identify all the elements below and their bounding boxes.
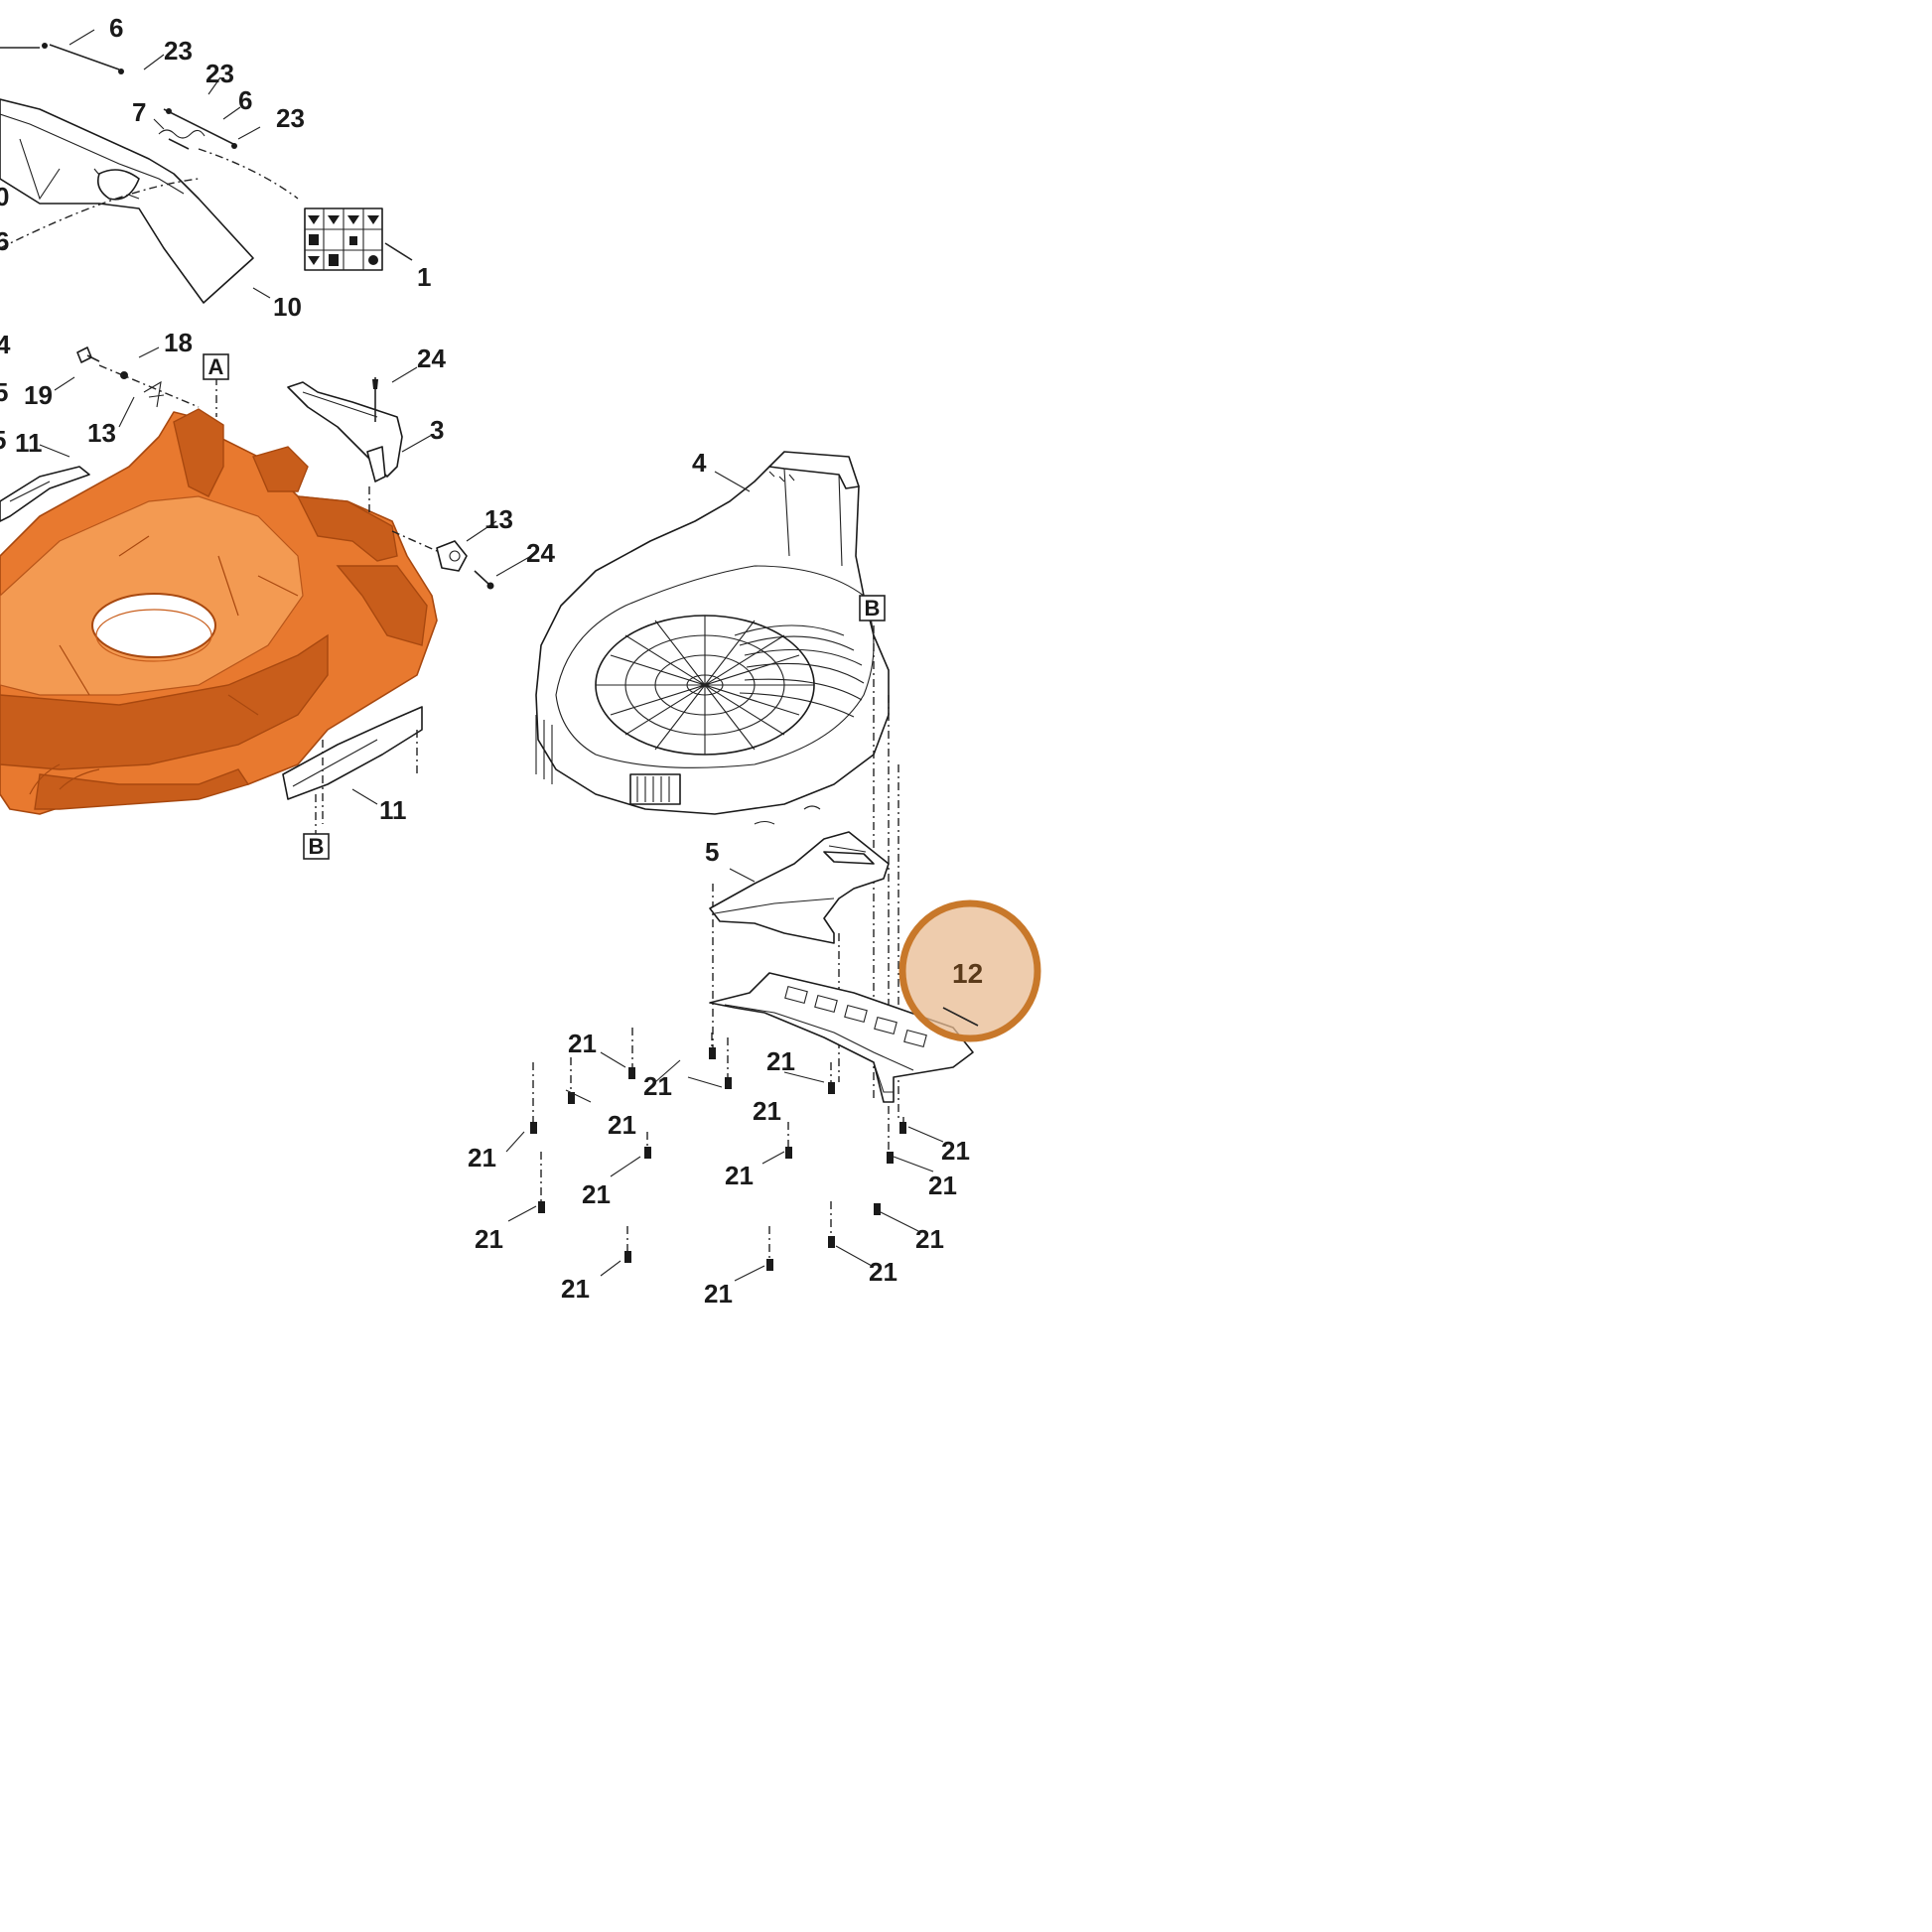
callout-21: 21 — [582, 1179, 611, 1209]
callout-21: 21 — [475, 1224, 503, 1254]
leader-lines — [39, 29, 756, 883]
callout-21: 21 — [704, 1279, 733, 1309]
callout-6: 6 — [109, 13, 123, 43]
callout-21: 21 — [915, 1224, 944, 1254]
baffle-plate-part-12 — [709, 972, 974, 1103]
ref-b-left-label: B — [309, 834, 325, 859]
callout-21: 21 — [608, 1110, 636, 1140]
bracket-part-3 — [287, 377, 403, 516]
callout-10-partial: 0 — [0, 182, 9, 211]
callout-4-partial: 4 — [0, 330, 11, 359]
ref-box-a: A — [203, 353, 229, 380]
callout-5-partial: 5 — [0, 425, 6, 455]
callout-7: 7 — [132, 97, 146, 127]
callout-21: 21 — [643, 1071, 672, 1101]
mulch-housing-part-4 — [535, 451, 890, 825]
callout-11: 11 — [15, 428, 43, 458]
callout-23: 23 — [276, 103, 305, 133]
callout-21: 21 — [766, 1046, 795, 1076]
ref-b-right-label: B — [865, 596, 881, 621]
callout-21: 21 — [468, 1143, 496, 1173]
callout-6: 6 — [238, 85, 252, 115]
callout-labels: 6 23 23 6 7 23 0 6 1 10 4 18 24 5 19 13 … — [0, 13, 983, 1309]
callout-6-partial: 6 — [0, 226, 9, 256]
highlight-marker-12 — [898, 899, 1041, 1042]
callout-24: 24 — [417, 344, 446, 373]
bolt-parts-18-19-13 — [76, 346, 217, 417]
callout-21: 21 — [928, 1171, 957, 1200]
front-strip — [282, 706, 423, 824]
warning-label-icon — [304, 207, 413, 271]
callout-4: 4 — [692, 448, 707, 478]
callout-21: 21 — [725, 1161, 754, 1190]
ref-a-label: A — [208, 354, 224, 379]
discharge-flap-assembly — [0, 43, 299, 304]
callout-21: 21 — [941, 1136, 970, 1166]
callout-24: 24 — [526, 538, 555, 568]
rear-strip-upper — [0, 466, 90, 522]
deflector-part-5 — [709, 831, 890, 944]
callout-19: 19 — [24, 380, 53, 410]
callout-21: 21 — [568, 1029, 597, 1058]
callout-23: 23 — [164, 36, 193, 66]
callout-18: 18 — [164, 328, 193, 357]
bushing-part-13 — [391, 530, 494, 590]
callout-5-partial: 5 — [0, 377, 8, 407]
callout-21: 21 — [753, 1096, 781, 1126]
mower-deck-highlighted — [0, 408, 438, 815]
callout-5: 5 — [705, 837, 719, 867]
callout-11: 11 — [379, 795, 407, 825]
callout-23: 23 — [206, 59, 234, 88]
callout-21: 21 — [869, 1257, 897, 1287]
callout-3: 3 — [430, 415, 444, 445]
callout-13: 13 — [87, 418, 116, 448]
callout-21: 21 — [561, 1274, 590, 1304]
callout-12-highlighted: 12 — [952, 958, 983, 989]
screws-part-21 — [505, 1028, 944, 1282]
callout-1: 1 — [417, 262, 431, 292]
ref-box-b-right: B — [859, 595, 886, 621]
reference-markers: A B B — [203, 353, 886, 860]
ref-box-b-left: B — [303, 833, 330, 860]
callout-10: 10 — [273, 292, 302, 322]
callout-13: 13 — [484, 504, 513, 534]
